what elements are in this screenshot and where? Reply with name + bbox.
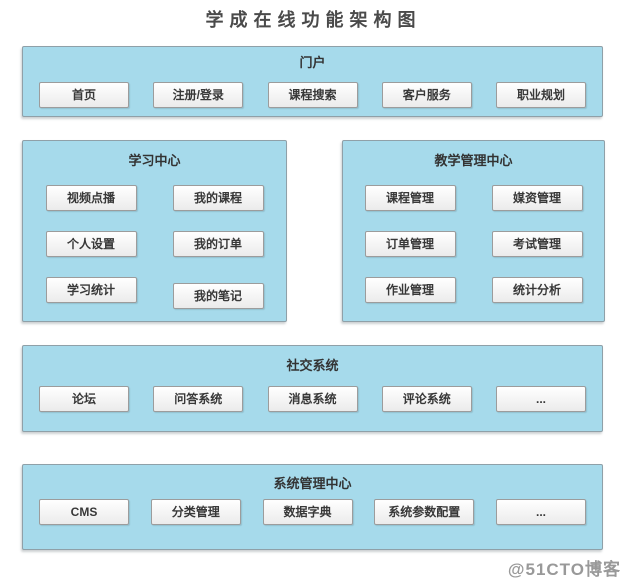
section-system-management-center-label: 系统管理中心	[273, 476, 352, 491]
box-statistical-analysis: 统计分析	[491, 277, 583, 303]
box-qa-system: 问答系统	[153, 386, 244, 412]
box-register-login: 注册/登录	[153, 82, 244, 108]
box-video-on-demand: 视频点播	[45, 185, 137, 211]
box-customer-service: 客户服务	[381, 82, 472, 108]
section-learning-center-label: 学习中心	[128, 153, 181, 168]
box-comment-system: 评论系统	[381, 386, 472, 412]
box-cms: CMS	[39, 499, 129, 525]
section-teaching-management-center: 教学管理中心 课程管理 媒资管理 订单管理 考试管理 作业管理 统计分析	[342, 140, 605, 322]
box-course-search: 课程搜索	[267, 82, 358, 108]
box-personal-settings: 个人设置	[45, 231, 137, 257]
box-home: 首页	[39, 82, 129, 108]
box-message-system: 消息系统	[267, 386, 358, 412]
box-career-planning: 职业规划	[496, 82, 586, 108]
section-teaching-management-center-label: 教学管理中心	[434, 153, 513, 168]
section-teaching-management-center-boxes: 课程管理 媒资管理 订单管理 考试管理 作业管理 统计分析	[343, 185, 604, 303]
section-system-management-center-boxes: CMS 分类管理 数据字典 系统参数配置 ...	[23, 499, 602, 525]
section-learning-center-boxes: 视频点播 我的课程 个人设置 我的订单 学习统计 我的笔记	[23, 185, 286, 309]
box-ellipsis-system: ...	[496, 499, 586, 525]
box-course-management: 课程管理	[364, 185, 456, 211]
section-social-system-boxes: 论坛 问答系统 消息系统 评论系统 ...	[23, 386, 602, 412]
box-order-management: 订单管理	[364, 231, 456, 257]
box-homework-management: 作业管理	[364, 277, 456, 303]
watermark-51cto: @51CTO博客	[507, 560, 621, 579]
box-system-parameter-config: 系统参数配置	[374, 499, 475, 525]
box-ellipsis-social: ...	[496, 386, 586, 412]
box-data-dictionary: 数据字典	[262, 499, 353, 525]
box-my-courses: 我的课程	[172, 185, 264, 211]
box-exam-management: 考试管理	[491, 231, 583, 257]
section-portal-label: 门户	[299, 55, 326, 70]
section-portal-boxes: 首页 注册/登录 课程搜索 客户服务 职业规划	[23, 82, 602, 108]
box-category-management: 分类管理	[150, 499, 241, 525]
section-social-system-label: 社交系统	[286, 358, 339, 373]
section-system-management-center: 系统管理中心 CMS 分类管理 数据字典 系统参数配置 ...	[22, 464, 603, 550]
box-forum: 论坛	[39, 386, 129, 412]
section-social-system: 社交系统 论坛 问答系统 消息系统 评论系统 ...	[22, 345, 603, 432]
box-learning-statistics: 学习统计	[45, 277, 137, 303]
section-portal: 门户 首页 注册/登录 课程搜索 客户服务 职业规划	[22, 46, 603, 117]
diagram-title: 学成在线功能架构图	[205, 10, 422, 30]
box-my-orders: 我的订单	[172, 231, 264, 257]
section-learning-center: 学习中心 视频点播 我的课程 个人设置 我的订单 学习统计 我的笔记	[22, 140, 287, 322]
box-media-asset-management: 媒资管理	[491, 185, 583, 211]
box-my-notes: 我的笔记	[172, 283, 264, 309]
